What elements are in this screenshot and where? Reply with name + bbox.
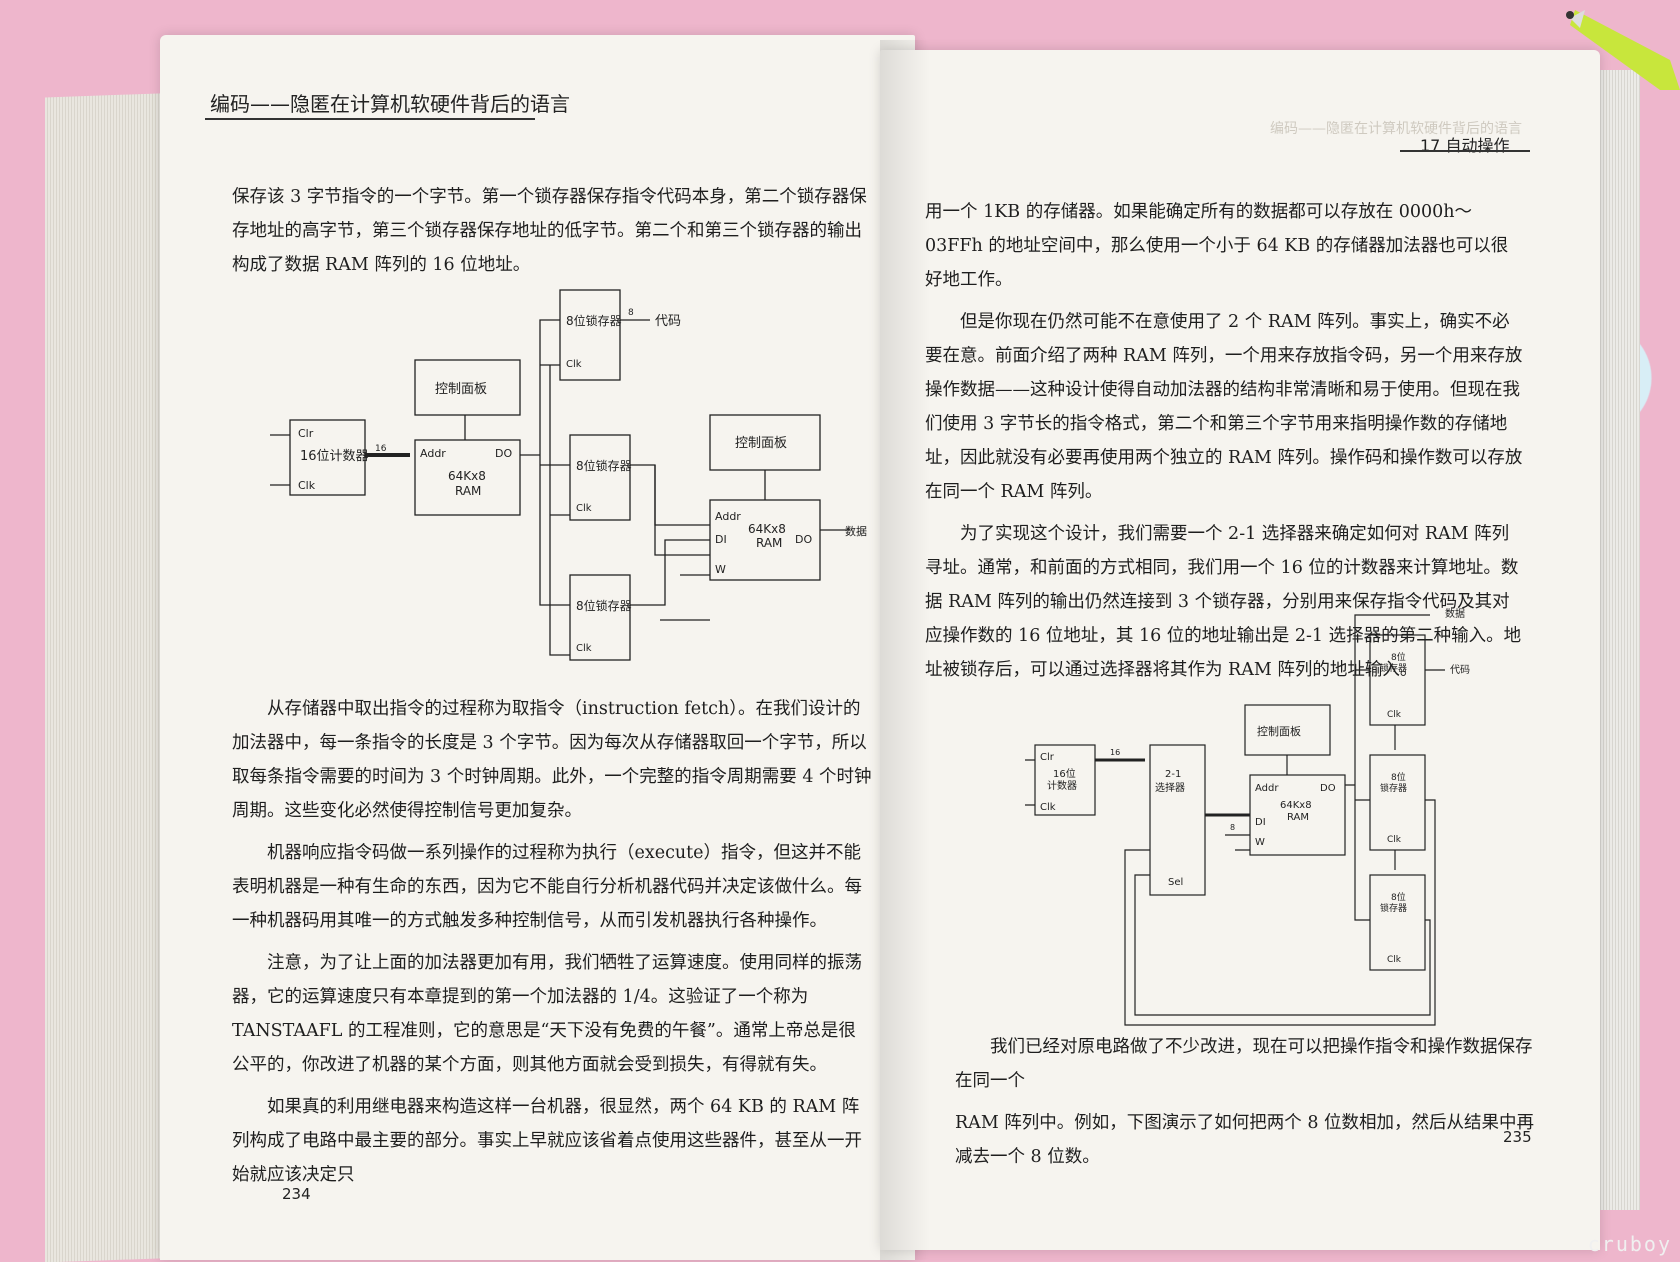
right-bottom-text: 我们已经对原电路做了不少改进，现在可以把操作指令和操作数据保存在同一个 RAM …: [955, 1030, 1535, 1182]
addr-label: Addr: [420, 447, 446, 460]
left-page-header: 编码——隐匿在计算机软硬件背后的语言: [210, 92, 570, 116]
w-label: W: [715, 563, 726, 576]
code-output-label: 代码: [655, 314, 681, 329]
latch-block: [1369, 634, 1426, 726]
bus-width-label: 8: [628, 308, 634, 318]
paragraph: 但是你现在仍然可能不在意使用了 2 个 RAM 阵列。事实上，确实不必要在意。前…: [925, 312, 1523, 502]
control-panel2-label: 控制面板: [735, 436, 787, 451]
selector-label: 选择器: [1155, 781, 1185, 794]
counter-block: [289, 419, 366, 496]
w-label: W: [1255, 837, 1265, 848]
paragraph: 用一个 1KB 的存储器。如果能确定所有的数据都可以存放在 0000h～03FF…: [925, 202, 1509, 290]
selector-block: [1149, 744, 1206, 896]
latch-label: 8位: [1391, 771, 1406, 783]
counter-label: 16位计数器: [300, 449, 369, 464]
counter-block: [1034, 744, 1096, 816]
code-output-label: 代码: [1450, 664, 1470, 676]
watermark: cruboy: [1587, 1232, 1672, 1256]
latch-label: 锁存器: [1380, 662, 1407, 674]
latch-label: 锁存器: [1380, 902, 1407, 914]
counter-label: 16位: [1053, 767, 1076, 780]
ram-sub-label: RAM: [756, 536, 782, 550]
latch-clk-label: Clk: [576, 503, 592, 514]
paragraph: 保存该 3 字节指令的一个字节。第一个锁存器保存指令代码本身，第二个锁存器保存地…: [232, 187, 867, 275]
addr-label: Addr: [1255, 783, 1279, 794]
latch-label: 8位: [1391, 651, 1406, 663]
control-panel-label: 控制面板: [1257, 724, 1301, 738]
right-header-rule: [1400, 150, 1530, 152]
latch-label: 8位: [1391, 891, 1406, 903]
latch-clk-label: Clk: [576, 643, 592, 654]
paragraph: 我们已经对原电路做了不少改进，现在可以把操作指令和操作数据保存在同一个: [955, 1037, 1533, 1091]
latch-clk-label: Clk: [1387, 835, 1402, 845]
pen-icon: [1566, 10, 1680, 90]
latch-label: 8位锁存器: [576, 598, 632, 613]
latch-block: [1369, 754, 1426, 851]
latch-clk-label: Clk: [1387, 955, 1402, 965]
latch-label: 8位锁存器: [576, 458, 632, 473]
control-panel-label: 控制面板: [435, 382, 487, 397]
ram-block: [414, 439, 521, 516]
book-gutter: [880, 40, 930, 1260]
left-page: [160, 35, 915, 1260]
bus-width-label: 8: [1230, 823, 1235, 832]
paragraph: 为了实现这个设计，我们需要一个 2-1 选择器来确定如何对 RAM 阵列寻址。通…: [925, 524, 1522, 680]
latch-label: 锁存器: [1380, 782, 1407, 794]
control-panel-block: [414, 359, 521, 416]
paragraph: RAM 阵列中。例如，下图演示了如何把两个 8 位数相加，然后从结果中再减去一个…: [955, 1113, 1535, 1167]
latch-label: 8位锁存器: [566, 313, 622, 328]
selector-label: 2-1: [1165, 769, 1181, 780]
ram-sub-label: RAM: [1287, 812, 1309, 823]
paragraph: 注意，为了让上面的加法器更加有用，我们牺牲了运算速度。使用同样的振荡器，它的运算…: [232, 953, 862, 1075]
right-circuit-diagram: Clr 16位 计数器 Clk 16 2-1 选择器 Sel 控制面板 Addr…: [1025, 607, 1470, 1026]
latch-clk-label: Clk: [566, 359, 582, 370]
paragraph: 机器响应指令码做一系列操作的过程称为执行（execute）指令，但这并不能表明机…: [232, 843, 862, 931]
bus-width-label: 16: [375, 444, 387, 454]
ram-sub-label: RAM: [455, 484, 481, 498]
left-top-text: 保存该 3 字节指令的一个字节。第一个锁存器保存指令代码本身，第二个锁存器保存地…: [232, 180, 872, 290]
data-output-label: 数据: [845, 524, 867, 538]
book-page-edges-right: [1595, 70, 1640, 1210]
latch-block: [569, 574, 631, 661]
show-through-text: 编码——隐匿在计算机软硬件背后的语言: [1270, 121, 1522, 137]
right-top-text: 用一个 1KB 的存储器。如果能确定所有的数据都可以存放在 0000h～03FF…: [925, 195, 1525, 695]
latch-block: [559, 289, 621, 381]
ram-name-label: 64Kx8: [1280, 800, 1312, 811]
page-number: 235: [1503, 1128, 1532, 1146]
clk-label: Clk: [298, 479, 316, 492]
paragraph: 从存储器中取出指令的过程称为取指令（instruction fetch）。在我们…: [232, 699, 872, 821]
do-label: DO: [495, 447, 512, 460]
sel-label: Sel: [1168, 877, 1183, 888]
do-label: DO: [795, 533, 812, 546]
clr-label: Clr: [1040, 752, 1055, 763]
latch-block: [569, 434, 631, 521]
clr-label: Clr: [298, 427, 314, 440]
left-header-rule: [205, 118, 535, 120]
do-label: DO: [1320, 783, 1336, 794]
paragraph: 如果真的利用继电器来构造这样一台机器，很显然，两个 64 KB 的 RAM 阵列…: [232, 1097, 862, 1185]
right-page-header: 17 自动操作: [1420, 136, 1510, 155]
data-output-label: 数据: [1445, 607, 1465, 620]
ram-name-label: 64Kx8: [748, 522, 786, 536]
right-page: [880, 50, 1600, 1250]
latch-clk-label: Clk: [1387, 710, 1402, 720]
di-label: DI: [715, 533, 727, 546]
counter-label: 计数器: [1047, 779, 1077, 792]
latch-block: [1369, 874, 1426, 971]
bus-width-label: 16: [1110, 748, 1120, 757]
addr-label: Addr: [715, 510, 741, 523]
clk-label: Clk: [1040, 802, 1056, 813]
ram-name-label: 64Kx8: [448, 469, 486, 483]
page-number: 234: [282, 1185, 311, 1203]
left-circuit-diagram: Clr 16位计数器 Clk 16 控制面板 Addr DO 64Kx8 RAM…: [270, 289, 867, 661]
di-label: DI: [1255, 817, 1266, 828]
left-body-text: 从存储器中取出指令的过程称为取指令（instruction fetch）。在我们…: [232, 692, 872, 1200]
